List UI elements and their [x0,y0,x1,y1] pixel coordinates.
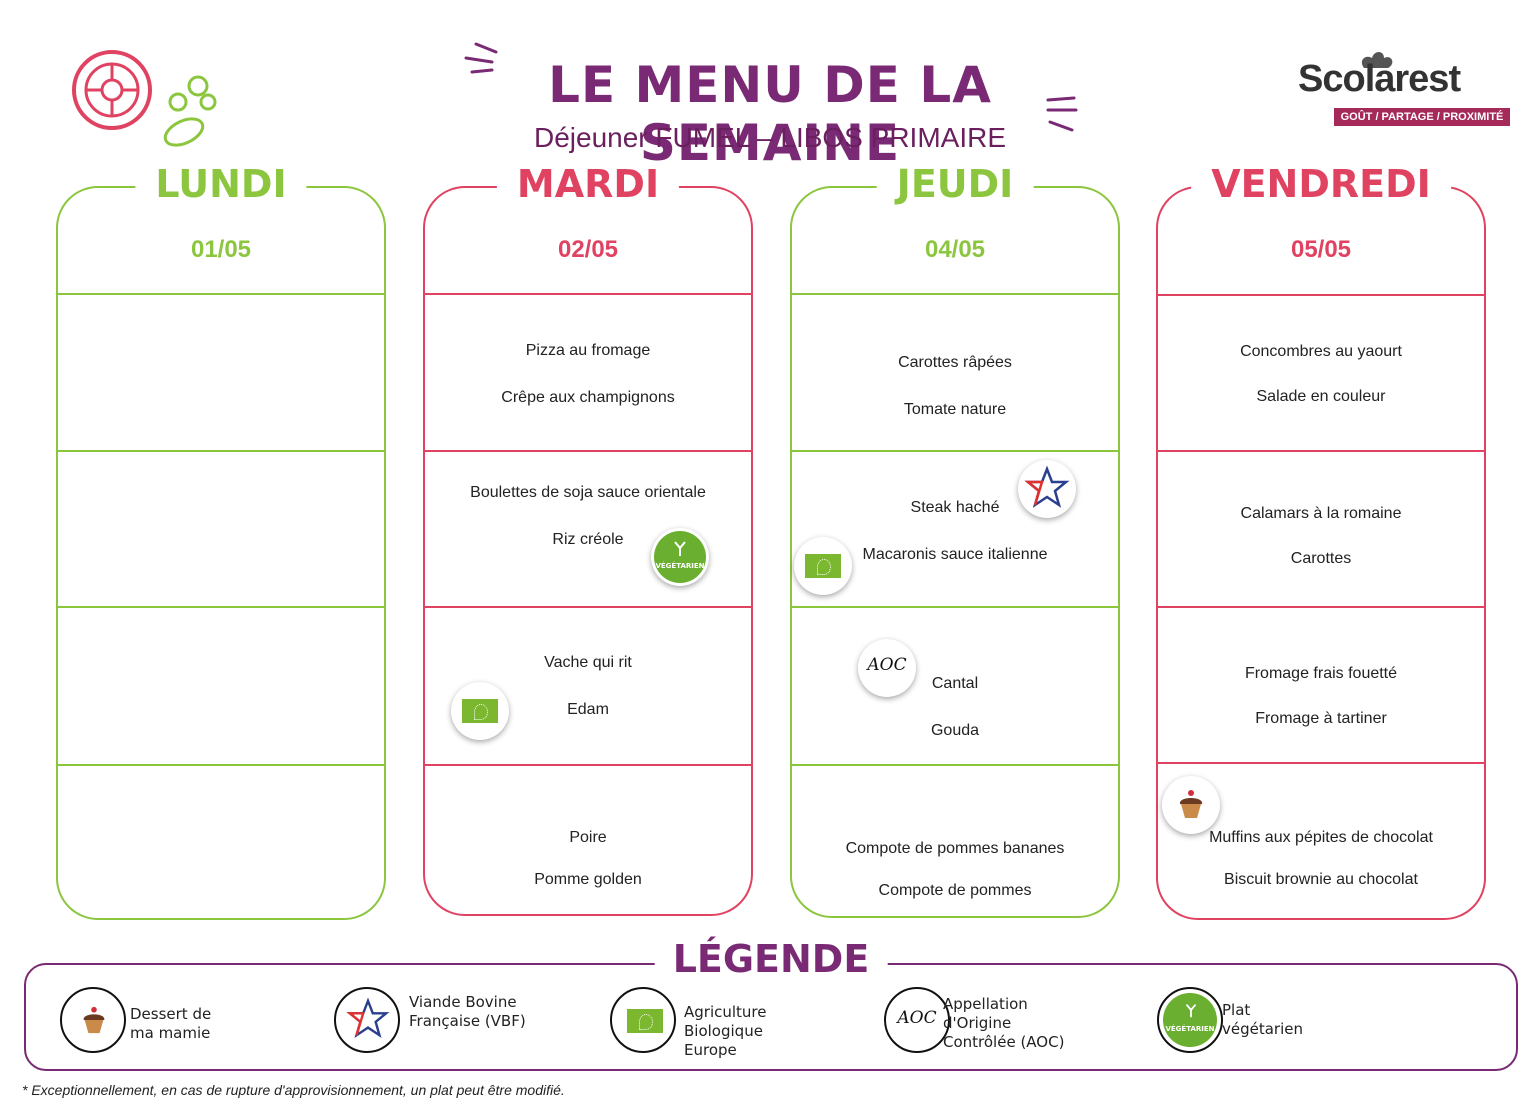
cheese-dish-1: Fromage frais fouetté [1244,665,1398,682]
day-name: MARDI [496,162,680,206]
aoc-badge-label: AOC [867,655,907,675]
section-divider [425,293,751,295]
legend-label-vegetarian: Plat végétarien [1222,1001,1303,1038]
starter-dish-1: Carottes râpées [898,354,1012,371]
main-dish-1: Steak haché [910,499,1000,516]
cupcake-badge-icon [1162,776,1220,834]
section-divider [792,764,1118,766]
starter-dish-1: Pizza au fromage [525,342,651,359]
footnote: * Exceptionnellement, en cas de rupture … [22,1082,565,1098]
dessert-dish-1: Poire [569,829,607,846]
starter-dish-2: Crêpe aux champignons [501,389,675,406]
main-dish-2: Riz créole [552,531,624,548]
section-divider [425,450,751,452]
cheese-dish-2: Edam [567,701,609,718]
day-column-vendredi: VENDREDI 05/05 Concombres au yaourt Sala… [1156,162,1486,920]
dessert-dish-2: Biscuit brownie au chocolat [1224,871,1418,888]
aoc-icon: AOC [884,987,950,1053]
brand-name: Scolarest [1298,58,1461,100]
vegetarian-icon-label: VÉGÉTARIEN [1165,1025,1215,1033]
chef-hat-icon [1361,52,1393,68]
page-subtitle: Déjeuner FUMEL – LIBOS PRIMAIRE [533,122,1006,153]
vbf-icon [334,987,400,1053]
day-column-jeudi: JEUDI 04/05 Carottes râpées Tomate natur… [790,162,1120,918]
starter-dish-2: Salade en couleur [1256,388,1386,405]
main-dish-2: Carottes [1290,550,1352,567]
day-date: 01/05 [190,236,252,263]
legend-label-vbf: Viande Bovine Française (VBF) [409,993,526,1030]
vegetarian-icon: VÉGÉTARIEN [1157,987,1223,1053]
day-date: 05/05 [1290,236,1352,263]
vegetarian-badge-label: VÉGÉTARIEN [655,562,705,570]
tomato-decoration-icon [72,50,217,147]
section-divider [1158,294,1484,296]
section-divider [425,606,751,608]
section-divider [1158,762,1484,764]
legend-label-aoc: Appellation d'Origine Contrôlée (AOC) [943,995,1065,1051]
day-name: VENDREDI [1191,162,1451,206]
section-divider [58,764,384,766]
starter-dish-1: Concombres au yaourt [1240,343,1402,360]
section-divider [58,606,384,608]
brand-tagline: GOÛT / PARTAGE / PROXIMITÉ [1334,108,1510,126]
day-name: LUNDI [135,162,307,206]
cheese-dish-1: Cantal [931,675,979,692]
day-column-lundi: LUNDI 01/05 [56,162,386,920]
organic-badge-icon [794,537,852,595]
brand-logo: Scolarest GOÛT / PARTAGE / PROXIMITÉ [1298,52,1510,128]
page-title: LE MENU DE LA SEMAINE [548,56,992,172]
section-divider [58,293,384,295]
cheese-dish-2: Gouda [930,722,980,739]
section-divider [58,450,384,452]
title-accent-right [1046,96,1078,132]
cheese-dish-1: Vache qui rit [544,654,632,671]
cupcake-icon [60,987,126,1053]
section-divider [1158,450,1484,452]
main-dish-2: Macaronis sauce italienne [862,546,1048,563]
aoc-icon-label: AOC [897,1008,937,1028]
legend-title: LÉGENDE [654,937,888,981]
legend: LÉGENDE Dessert de ma mamie Viande Bovin… [24,937,1518,1071]
section-divider [425,764,751,766]
legend-label-dessert: Dessert de ma mamie [130,1005,212,1042]
dessert-dish-1: Compote de pommes bananes [845,840,1065,857]
section-divider [1158,606,1484,608]
section-divider [792,293,1118,295]
cheese-dish-2: Fromage à tartiner [1255,710,1387,727]
starter-dish-2: Tomate nature [903,401,1007,418]
organic-badge-icon [451,682,509,740]
main-dish-1: Calamars à la romaine [1240,505,1402,522]
aoc-badge-icon: AOC [858,639,916,697]
day-date: 02/05 [557,236,619,263]
vbf-badge-icon [1018,460,1076,518]
title-accent-left [464,42,498,74]
legend-label-organic: Agriculture Biologique Europe [684,1003,767,1059]
section-divider [792,606,1118,608]
section-divider [792,450,1118,452]
dessert-dish-2: Compote de pommes [878,882,1032,899]
dessert-dish-2: Pomme golden [534,871,642,888]
day-column-mardi: MARDI 02/05 Pizza au fromage Crêpe aux c… [423,162,753,916]
vegetarian-badge-icon: VÉGÉTARIEN [651,528,709,586]
day-name: JEUDI [876,162,1034,206]
organic-leaf-icon [610,987,676,1053]
main-dish-1: Boulettes de soja sauce orientale [470,484,706,501]
dessert-dish-1: Muffins aux pépites de chocolat [1209,829,1433,846]
day-date: 04/05 [924,236,986,263]
